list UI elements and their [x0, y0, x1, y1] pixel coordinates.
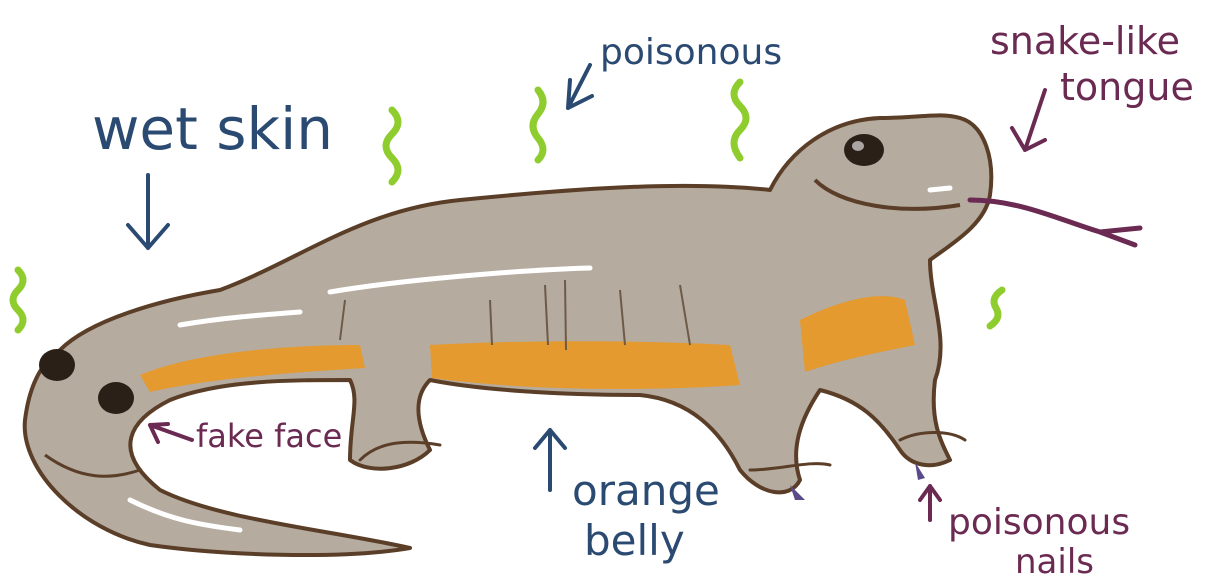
label-belly: belly	[584, 520, 685, 562]
squiggle-1	[13, 270, 23, 330]
label-tongue: tongue	[1060, 68, 1194, 106]
tongue-arrow	[1012, 90, 1045, 150]
snake-tongue	[970, 200, 1140, 245]
poisonous-arrow	[568, 65, 592, 108]
label-poisonous-nails-2: nails	[1015, 545, 1094, 579]
label-orange: orange	[572, 470, 720, 512]
toes	[360, 433, 965, 471]
wet-skin-arrow	[128, 175, 168, 248]
fake-face-arrow	[150, 424, 192, 442]
nails-arrow	[920, 486, 940, 520]
eye	[844, 134, 884, 166]
label-wet-skin: wet skin	[92, 100, 333, 158]
label-fake-face: fake face	[196, 420, 342, 452]
squiggle-4	[734, 82, 746, 158]
label-poisonous: poisonous	[600, 35, 782, 71]
squiggle-5	[990, 290, 1002, 326]
orange-belly-arrow	[535, 430, 565, 490]
squiggle-3	[533, 90, 543, 160]
poisonous-nails	[790, 462, 925, 500]
label-poisonous-nails-1: poisonous	[948, 505, 1130, 541]
squiggle-2	[386, 110, 398, 182]
label-snake-like: snake-like	[990, 22, 1180, 60]
